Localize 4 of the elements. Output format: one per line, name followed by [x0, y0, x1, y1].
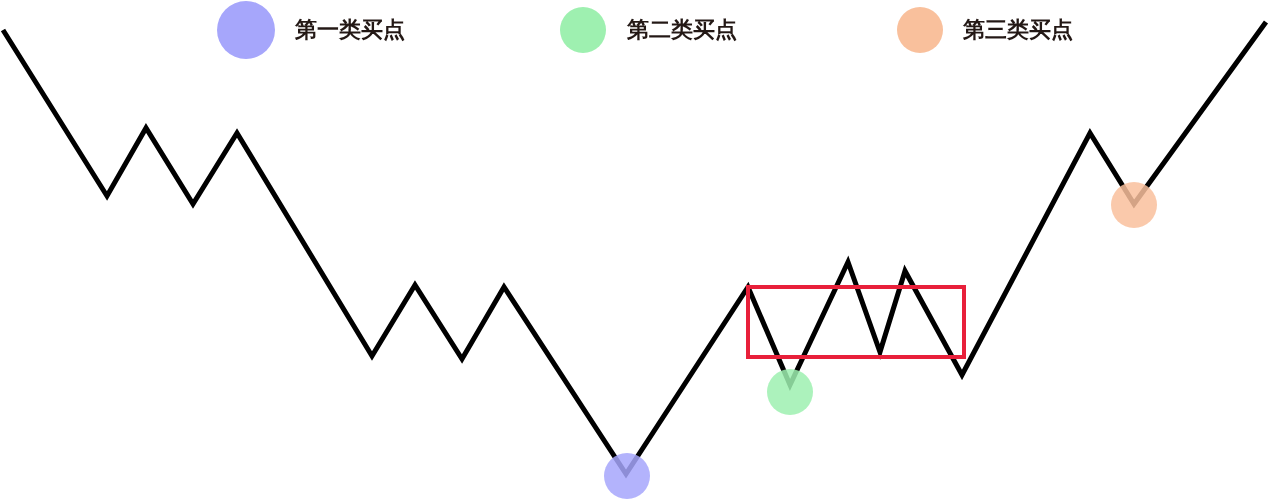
pivot-zone-box [746, 285, 966, 359]
legend-label: 第一类买点 [295, 17, 405, 43]
legend-label: 第二类买点 [627, 17, 737, 43]
legend-label: 第三类买点 [963, 17, 1073, 43]
